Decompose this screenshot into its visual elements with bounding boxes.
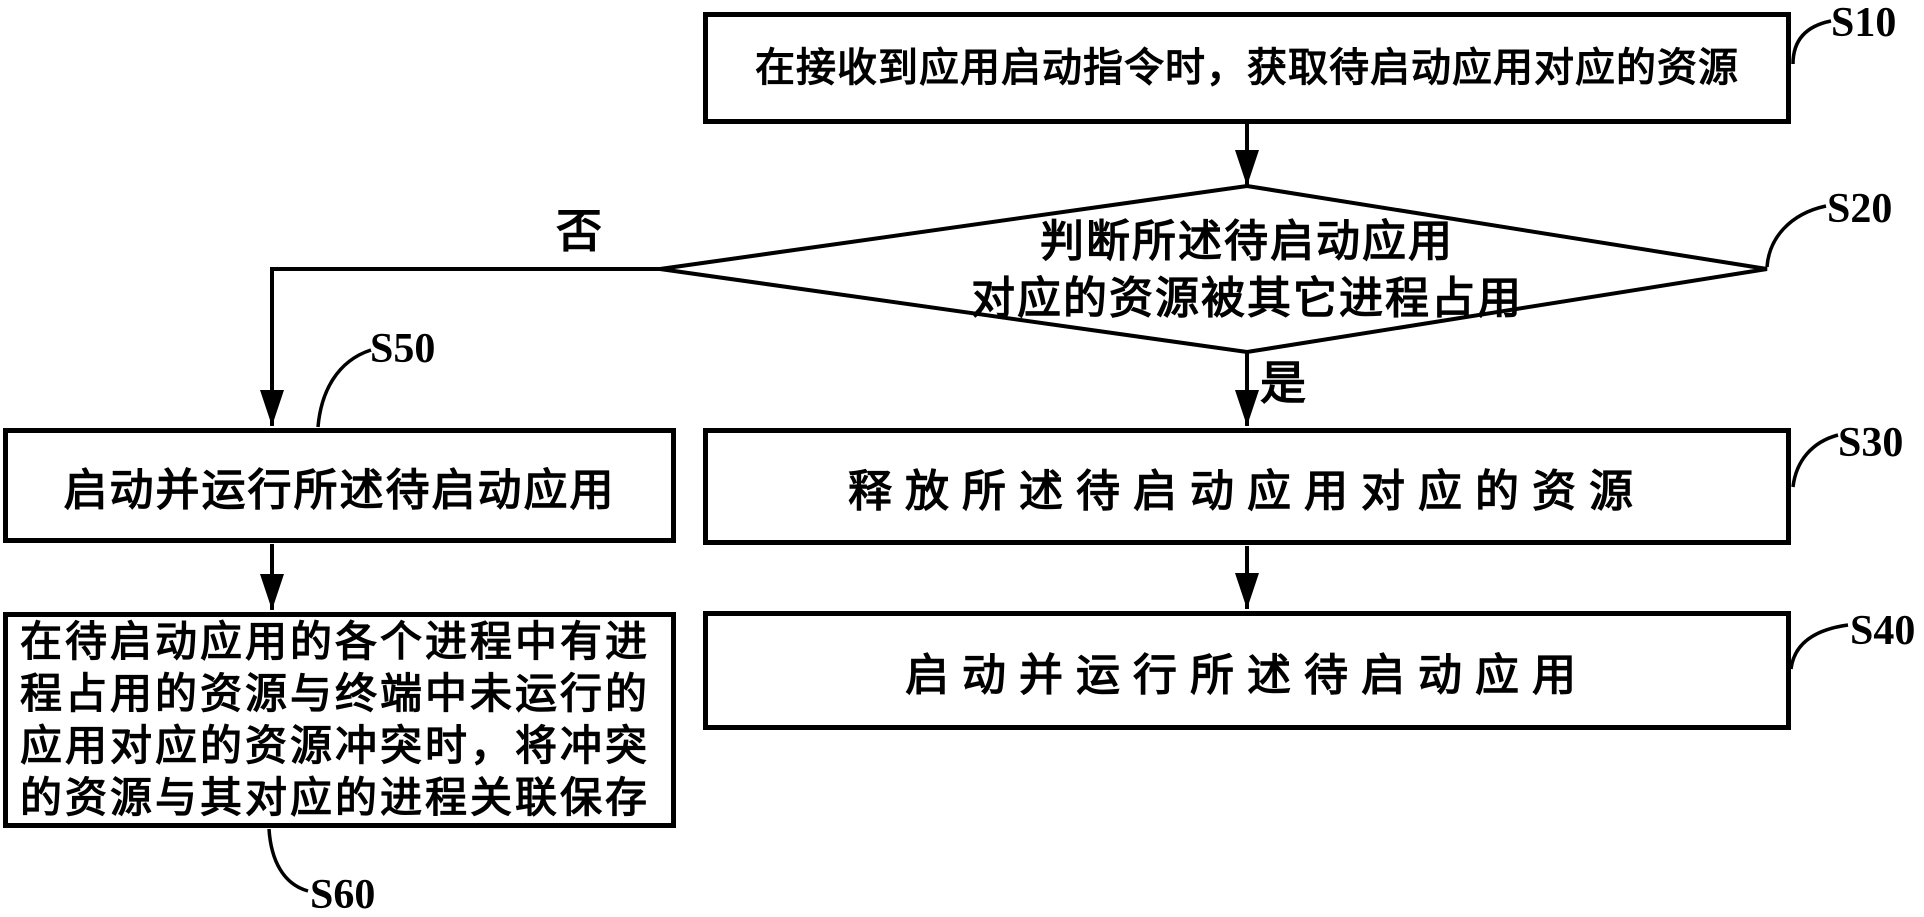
step-label-s20: S20: [1827, 186, 1893, 232]
step-label-s30: S30: [1838, 420, 1904, 466]
step-box-s30: 释放所述待启动应用对应的资源: [703, 428, 1791, 545]
decision-line-2: 对应的资源被其它进程占用: [971, 274, 1523, 323]
step-box-s40-text: 启动并运行所述待启动应用: [905, 650, 1589, 700]
step-label-s40: S40: [1850, 608, 1916, 654]
branch-label-yes: 是: [1260, 357, 1306, 409]
leader-line-s10: [1791, 19, 1832, 65]
branch-label-no: 否: [556, 205, 602, 257]
step-label-s50: S50: [370, 326, 436, 372]
step-box-s10: 在接收到应用启动指令时，获取待启动应用对应的资源: [703, 12, 1791, 124]
step-box-s60-text: 在待启动应用的各个进程中有进程占用的资源与终端中未运行的应用对应的资源冲突时，将…: [20, 618, 651, 821]
decision-line-1: 判断所述待启动应用: [1040, 217, 1454, 266]
step-box-s30-text: 释放所述待启动应用对应的资源: [848, 466, 1646, 516]
step-box-s40: 启动并运行所述待启动应用: [703, 611, 1791, 730]
leader-line-s30: [1791, 433, 1839, 488]
arrow-s20-no-to-s50: [260, 267, 660, 426]
leader-line-s50: [316, 348, 372, 428]
decision-diamond-text: 判断所述待启动应用 对应的资源被其它进程占用: [897, 203, 1597, 337]
step-box-s60: 在待启动应用的各个进程中有进程占用的资源与终端中未运行的应用对应的资源冲突时，将…: [3, 612, 676, 828]
step-box-s50: 启动并运行所述待启动应用: [3, 428, 676, 543]
leader-line-s40: [1789, 623, 1849, 670]
step-label-s60: S60: [310, 872, 376, 917]
step-label-s10: S10: [1831, 0, 1897, 46]
step-box-s50-text: 启动并运行所述待启动应用: [63, 465, 616, 515]
leader-line-s60: [267, 828, 309, 893]
leader-line-s20: [1765, 204, 1827, 268]
step-box-s10-text: 在接收到应用启动指令时，获取待启动应用对应的资源: [755, 46, 1739, 90]
